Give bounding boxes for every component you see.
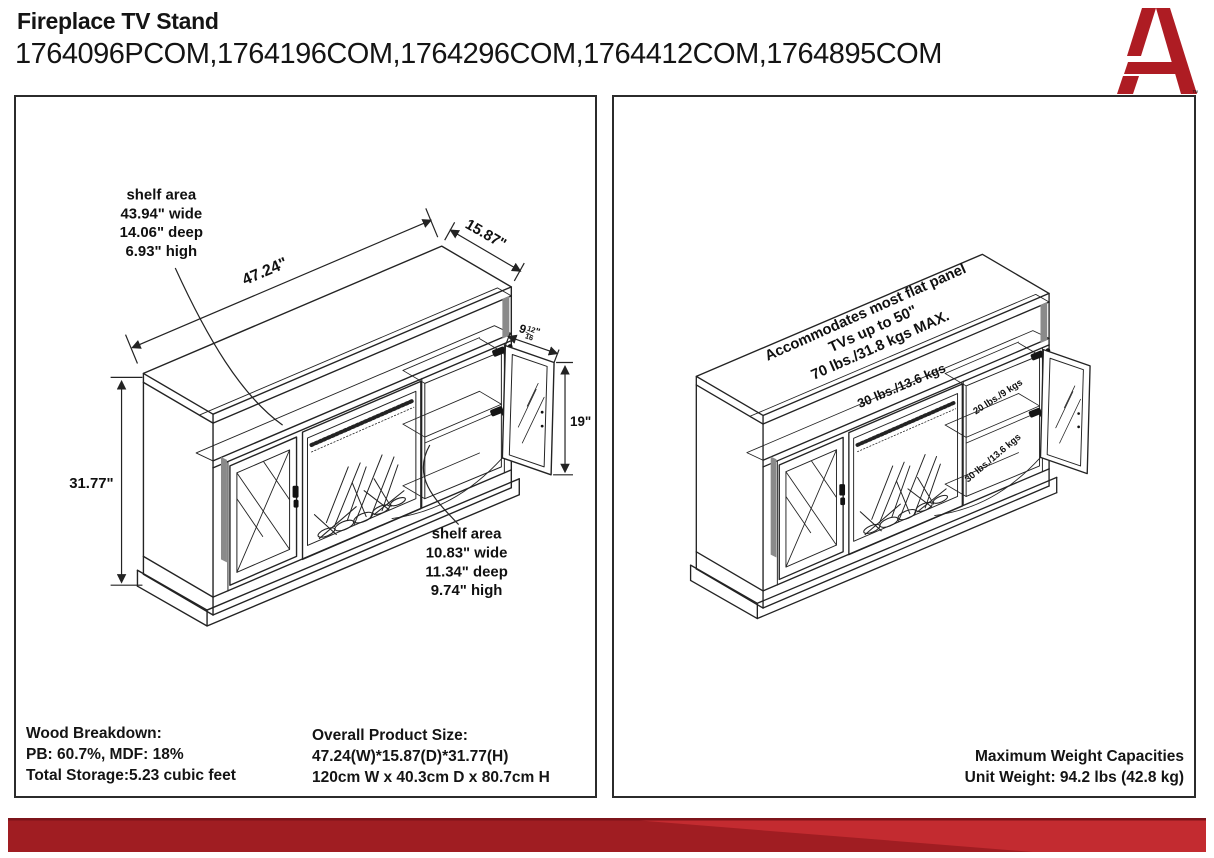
svg-text:9: 9 [517, 321, 528, 337]
product-size-title: Overall Product Size: [312, 727, 468, 744]
dim-door-height-label: 19" [570, 414, 591, 429]
lower-shelf-capacity-label: 30 lbs./13.6 kgs [963, 432, 1024, 485]
overall-product-size-note: Overall Product Size: 47.24(W)*15.87(D)*… [312, 725, 550, 788]
leader-lines [174, 267, 460, 525]
wood-breakdown-storage: Total Storage:5.23 cubic feet [26, 767, 236, 784]
dimensions-drawing: 47.24" 15.87" 31.77" 19" 9 12 16 " shelf… [69, 187, 591, 628]
weight-capacity-diagram-panel: Accommodates most flat panel TVs up to 5… [612, 95, 1196, 798]
wood-breakdown-title: Wood Breakdown: [26, 725, 162, 742]
svg-text:43.94" wide: 43.94" wide [120, 206, 202, 222]
brand-logo: ™ [1114, 6, 1199, 97]
upper-shelf-capacity-label: 20 lbs./9 kgs [971, 377, 1024, 417]
svg-text:16: 16 [524, 331, 535, 342]
svg-text:10.83" wide: 10.83" wide [426, 545, 508, 561]
wood-breakdown-materials: PB: 60.7%, MDF: 18% [26, 746, 184, 763]
shelf-area-top-note: shelf area 43.94" wide 14.06" deep 6.93"… [120, 187, 203, 260]
svg-text:shelf area: shelf area [432, 526, 502, 542]
logo-tm: ™ [1192, 90, 1198, 96]
page-title: Fireplace TV Stand [17, 8, 219, 34]
dim-door-width-label: 9 12 16 " [517, 321, 541, 342]
model-numbers: 1764096PCOM,1764196COM,1764296COM,176441… [15, 38, 942, 70]
dim-depth-label: 15.87" [462, 217, 508, 253]
dim-height-label: 31.77" [69, 476, 113, 492]
footer-bar-graphic [8, 818, 1206, 852]
svg-text:9.74" high: 9.74" high [431, 583, 503, 599]
svg-text:6.93" high: 6.93" high [125, 244, 197, 260]
footer-accent-bar [8, 818, 1206, 852]
svg-text:14.06" deep: 14.06" deep [120, 225, 203, 241]
wood-breakdown-note: Wood Breakdown: PB: 60.7%, MDF: 18% Tota… [26, 723, 236, 786]
svg-text:shelf area: shelf area [127, 187, 197, 203]
svg-text:11.34" deep: 11.34" deep [425, 564, 507, 580]
dimensions-diagram-panel: 47.24" 15.87" 31.77" 19" 9 12 16 " shelf… [14, 95, 597, 798]
svg-text:12: 12 [526, 324, 537, 335]
product-size-inches: 47.24(W)*15.87(D)*31.77(H) [312, 748, 509, 765]
product-size-cm: 120cm W x 40.3cm D x 80.7cm H [312, 769, 550, 786]
dimension-lines [110, 208, 573, 586]
brand-a-icon: ™ [1117, 8, 1199, 97]
unit-weight: Unit Weight: 94.2 lbs (42.8 kg) [964, 769, 1184, 786]
svg-text:": " [533, 326, 541, 338]
weight-capacity-drawing: Accommodates most flat panel TVs up to 5… [688, 252, 1092, 621]
max-weight-note: Maximum Weight Capacities Unit Weight: 9… [965, 746, 1184, 788]
shelf-area-bottom-note: shelf area 10.83" wide 11.34" deep 9.74"… [425, 526, 507, 599]
max-weight-title: Maximum Weight Capacities [974, 748, 1184, 765]
